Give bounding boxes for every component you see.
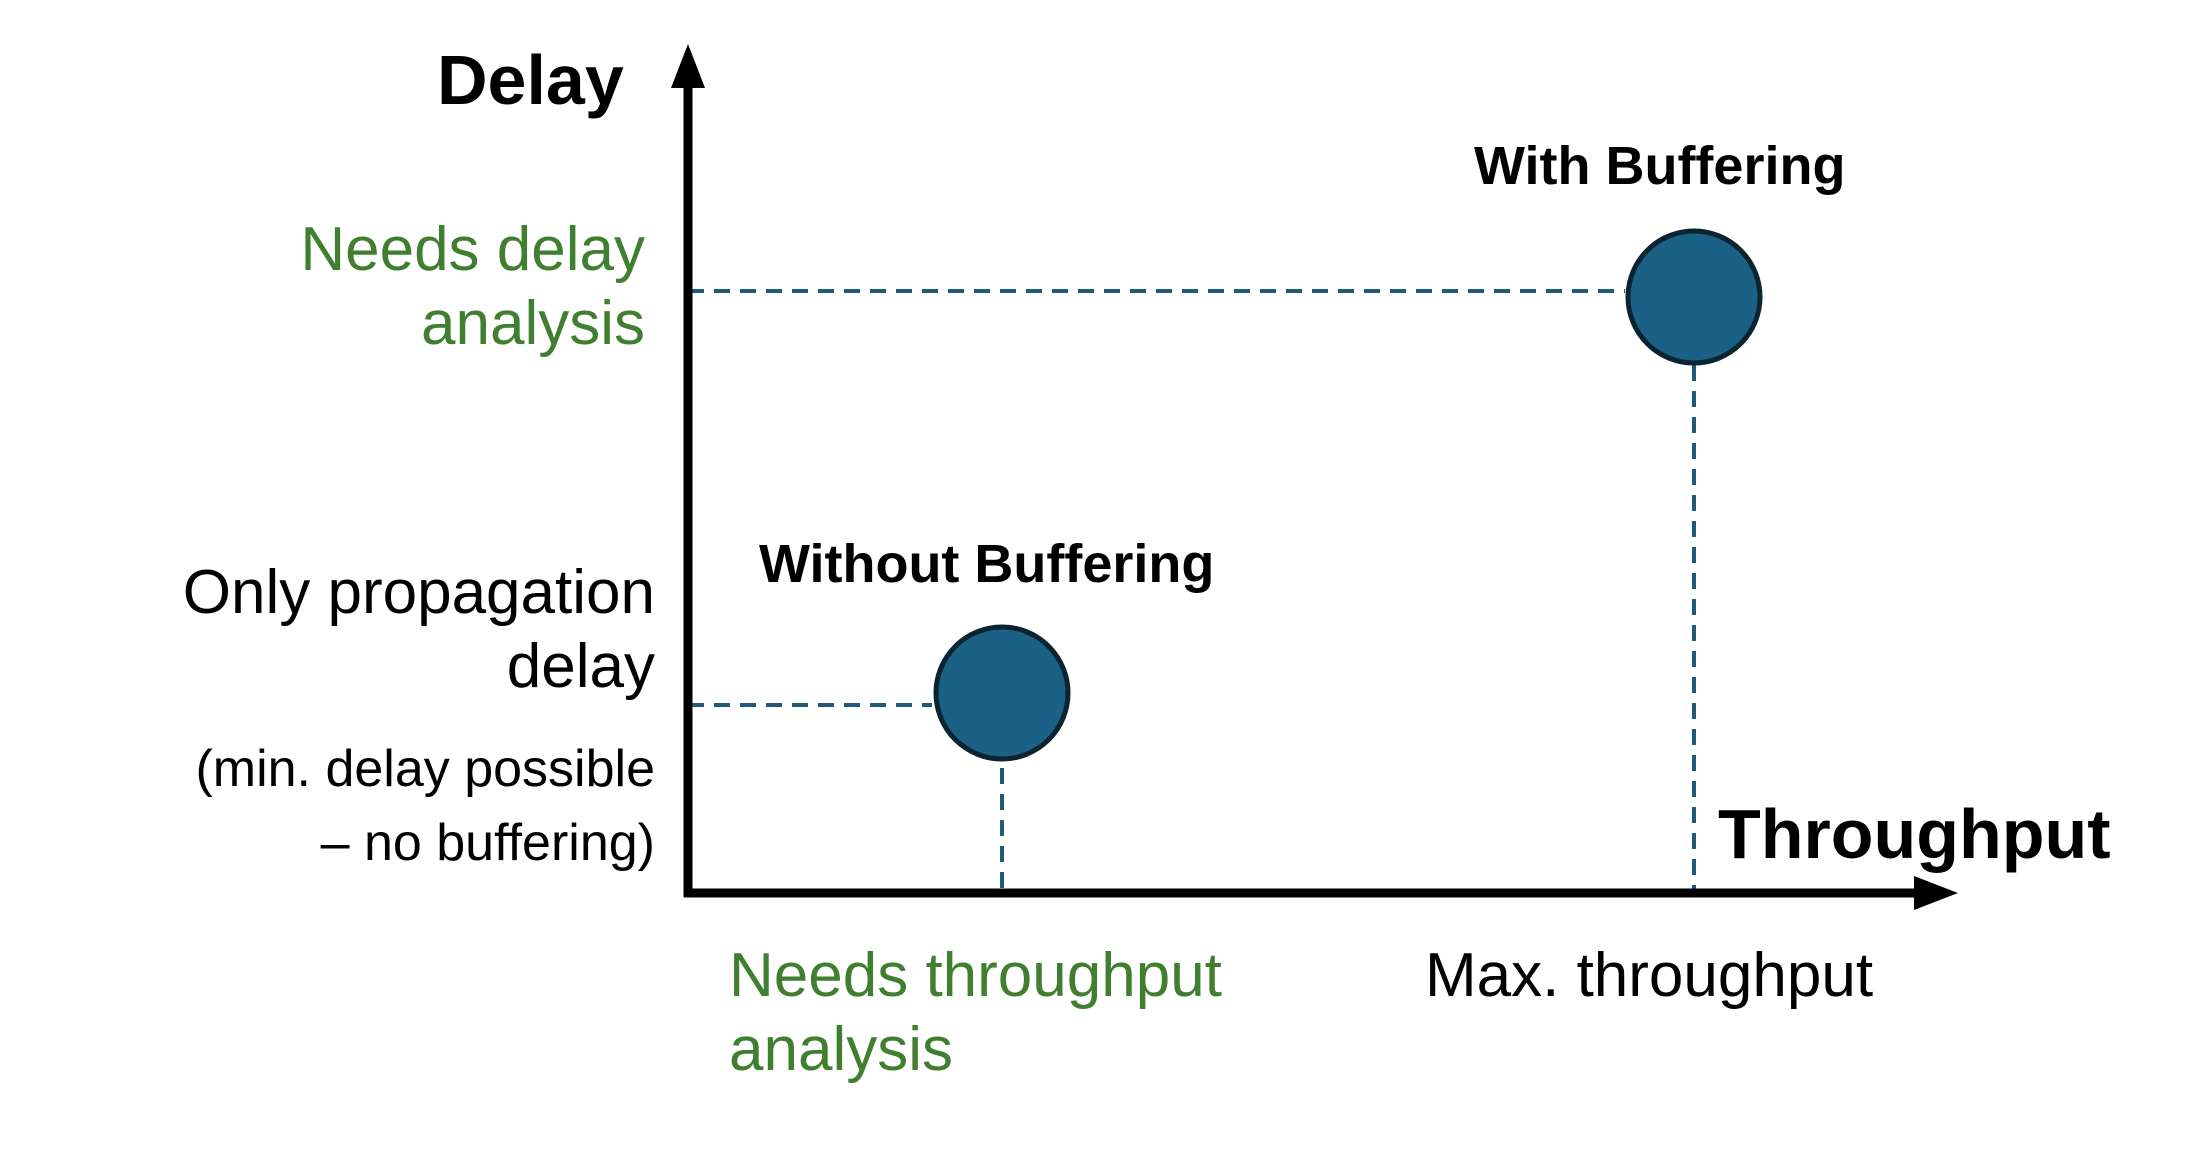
y-annotation-low-note-line1: (min. delay possible (195, 740, 655, 798)
y-annotation-high-line2: analysis (421, 289, 645, 359)
x-axis-title: Throughput (1718, 795, 2111, 873)
x-annotation-low: Needs throughput analysis (729, 939, 1222, 1088)
label-without-buffering: Without Buffering (759, 534, 1215, 594)
point-with-buffering (1625, 228, 1763, 366)
y-axis-arrowhead (671, 44, 705, 88)
y-annotation-high-line1: Needs delay (300, 215, 645, 284)
point-without-buffering (933, 624, 1071, 762)
y-annotation-low-line1: Only propagation (182, 558, 655, 627)
y-annotation-low-note-line2: – no buffering) (320, 813, 655, 872)
y-annotation-low-line2: delay (506, 632, 655, 702)
label-with-buffering: With Buffering (1474, 136, 1846, 196)
y-annotation-low-note: (min. delay possible – no buffering) (195, 733, 655, 881)
x-annotation-low-line2: analysis (729, 1015, 953, 1085)
x-annotation-high: Max. throughput (1425, 941, 1874, 1010)
y-annotation-high: Needs delay analysis (300, 213, 645, 362)
y-axis-title: Delay (437, 41, 624, 119)
x-annotation-low-line1: Needs throughput (729, 941, 1222, 1010)
x-axis-arrowhead (1914, 876, 1958, 910)
y-annotation-low: Only propagation delay (183, 556, 655, 705)
